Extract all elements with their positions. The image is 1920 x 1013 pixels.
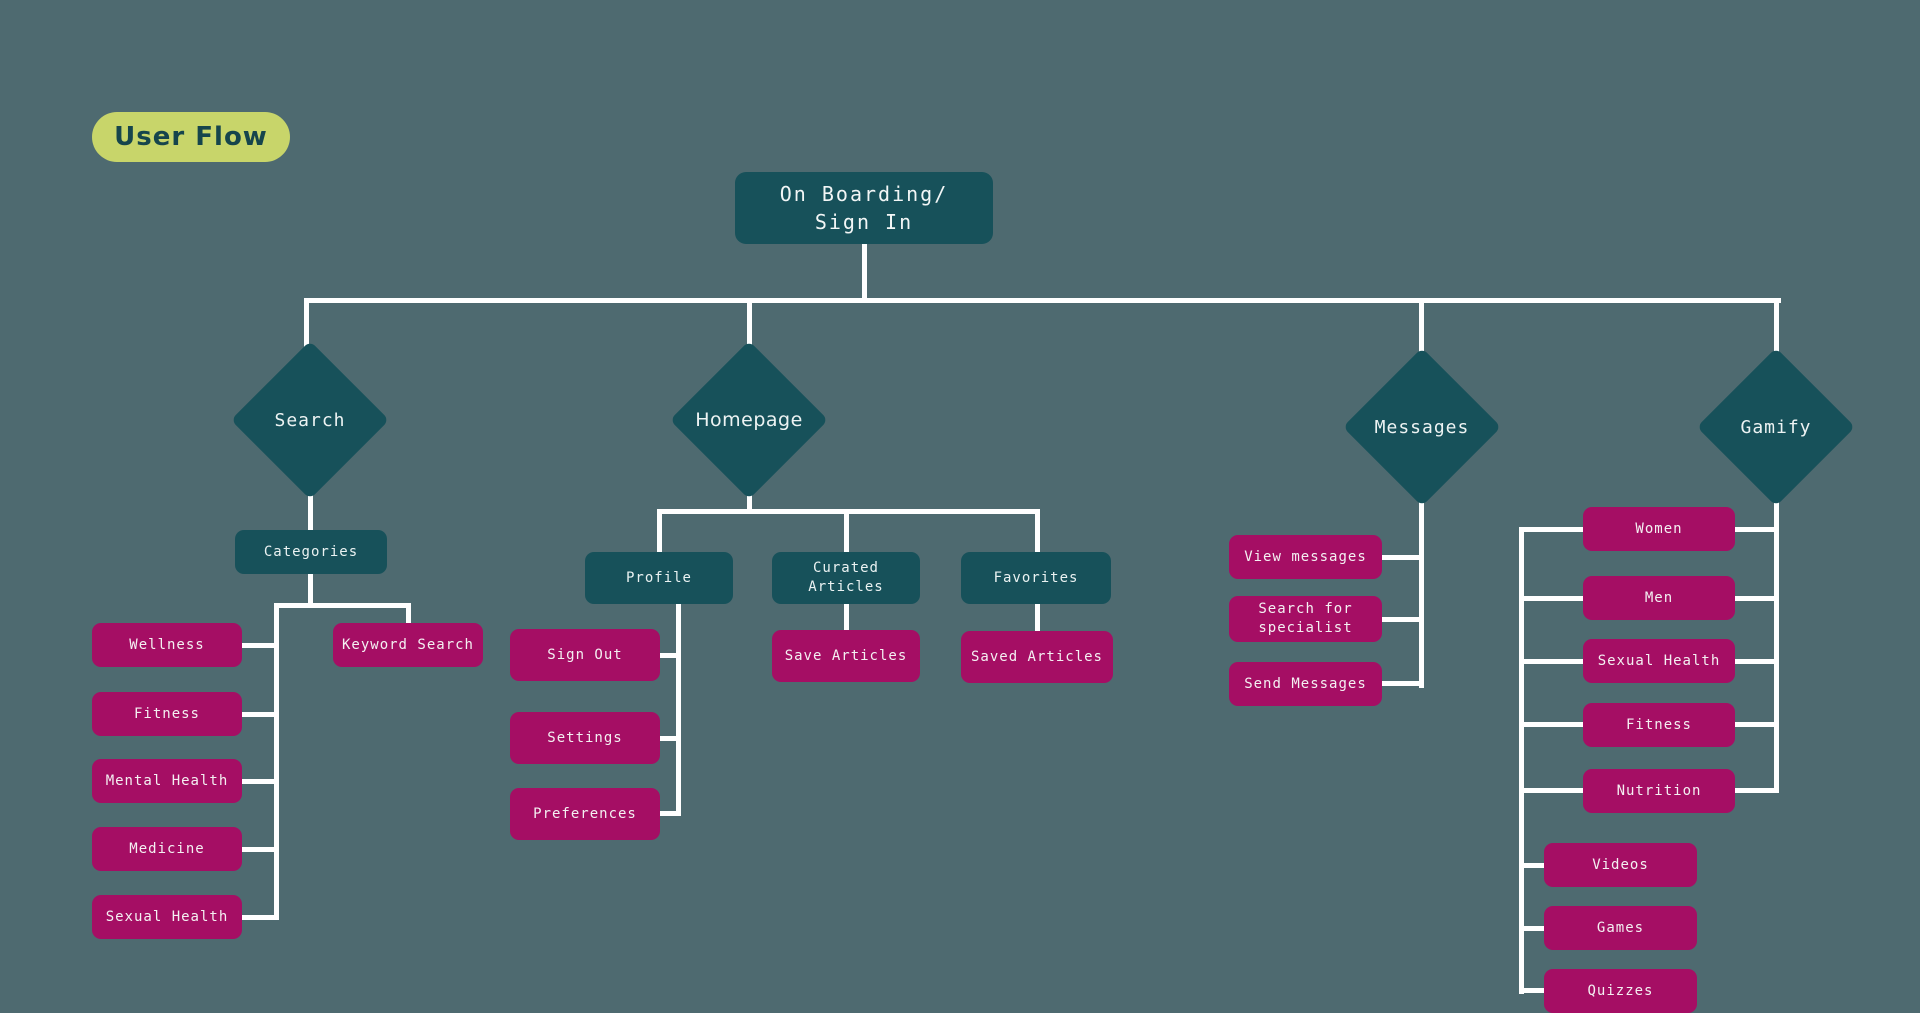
connector-line [1519, 659, 1585, 664]
node-favorites: Favorites [961, 552, 1111, 604]
connector-line [1519, 863, 1546, 868]
node-preferences: Preferences [510, 788, 660, 840]
connector-line [1380, 681, 1424, 686]
connector-line [1519, 527, 1524, 994]
connector-line [1519, 926, 1546, 931]
node-saved-articles: Saved Articles [961, 631, 1113, 683]
title-badge: User Flow [92, 112, 290, 162]
connector-line [1380, 617, 1424, 622]
connector-line [274, 603, 411, 608]
connector-line [658, 653, 680, 658]
connector-line [406, 603, 411, 625]
node-sexual-health: Sexual Health [92, 895, 242, 939]
node-gamify-sexual-health: Sexual Health [1583, 639, 1735, 683]
connector-line [304, 298, 309, 348]
connector-line [862, 242, 867, 300]
connector-line [308, 572, 313, 608]
node-mental-health: Mental Health [92, 759, 242, 803]
node-profile: Profile [585, 552, 733, 604]
node-videos: Videos [1544, 843, 1697, 887]
node-search-for-specialist: Search for specialist [1229, 596, 1382, 642]
node-categories: Categories [235, 530, 387, 574]
connector-line [658, 811, 680, 816]
connector-line [1035, 509, 1040, 554]
connector-line [1519, 988, 1546, 993]
connector-line [747, 490, 752, 513]
node-fitness: Fitness [92, 692, 242, 736]
connector-line [1774, 298, 1779, 354]
node-save-articles: Save Articles [772, 630, 920, 682]
node-women: Women [1583, 507, 1735, 551]
connector-line [658, 736, 680, 741]
connector-line [240, 712, 278, 717]
connector-line [1380, 555, 1424, 560]
connector-line [1733, 722, 1779, 727]
connector-line [308, 490, 313, 532]
connector-line [240, 915, 278, 920]
connector-line [676, 602, 681, 816]
node-nutrition: Nutrition [1583, 769, 1735, 813]
node-wellness: Wellness [92, 623, 242, 667]
connector-line [747, 298, 752, 348]
diamond-homepage-label: Homepage [695, 409, 803, 431]
connector-line [1519, 788, 1585, 793]
node-quizzes: Quizzes [1544, 969, 1697, 1013]
connector-line [1519, 722, 1585, 727]
connector-line [844, 602, 849, 632]
connector-line [274, 603, 279, 920]
connector-line [240, 779, 278, 784]
node-gamify-fitness: Fitness [1583, 703, 1735, 747]
diamond-messages-label: Messages [1374, 416, 1470, 438]
node-men: Men [1583, 576, 1735, 620]
diamond-messages: Messages [1342, 347, 1502, 507]
connector-line [240, 847, 278, 852]
node-sign-out: Sign Out [510, 629, 660, 681]
connector-line [1733, 527, 1779, 532]
connector-line [1035, 602, 1040, 633]
connector-line [657, 509, 662, 554]
connector-line [1419, 496, 1424, 688]
connector-line [304, 298, 1781, 303]
node-view-messages: View messages [1229, 535, 1382, 579]
node-send-messages: Send Messages [1229, 662, 1382, 706]
connector-line [1774, 496, 1779, 793]
title-badge-label: User Flow [114, 122, 268, 152]
node-games: Games [1544, 906, 1697, 950]
diamond-gamify: Gamify [1696, 347, 1856, 507]
diamond-search-label: Search [274, 409, 346, 431]
connector-line [1419, 298, 1424, 354]
connector-line [844, 509, 849, 554]
node-onboarding-signin: On Boarding/ Sign In [735, 172, 993, 244]
connector-line [1519, 596, 1585, 601]
diamond-homepage: Homepage [669, 340, 829, 500]
connector-line [1733, 659, 1779, 664]
connector-line [240, 643, 278, 648]
connector-line [1733, 788, 1779, 793]
connector-line [1733, 596, 1779, 601]
diamond-search: Search [230, 340, 390, 500]
node-settings: Settings [510, 712, 660, 764]
diamond-gamify-label: Gamify [1740, 416, 1812, 438]
node-medicine: Medicine [92, 827, 242, 871]
connector-line [1519, 527, 1585, 532]
node-keyword-search: Keyword Search [333, 623, 483, 667]
node-curated-articles: Curated Articles [772, 552, 920, 604]
